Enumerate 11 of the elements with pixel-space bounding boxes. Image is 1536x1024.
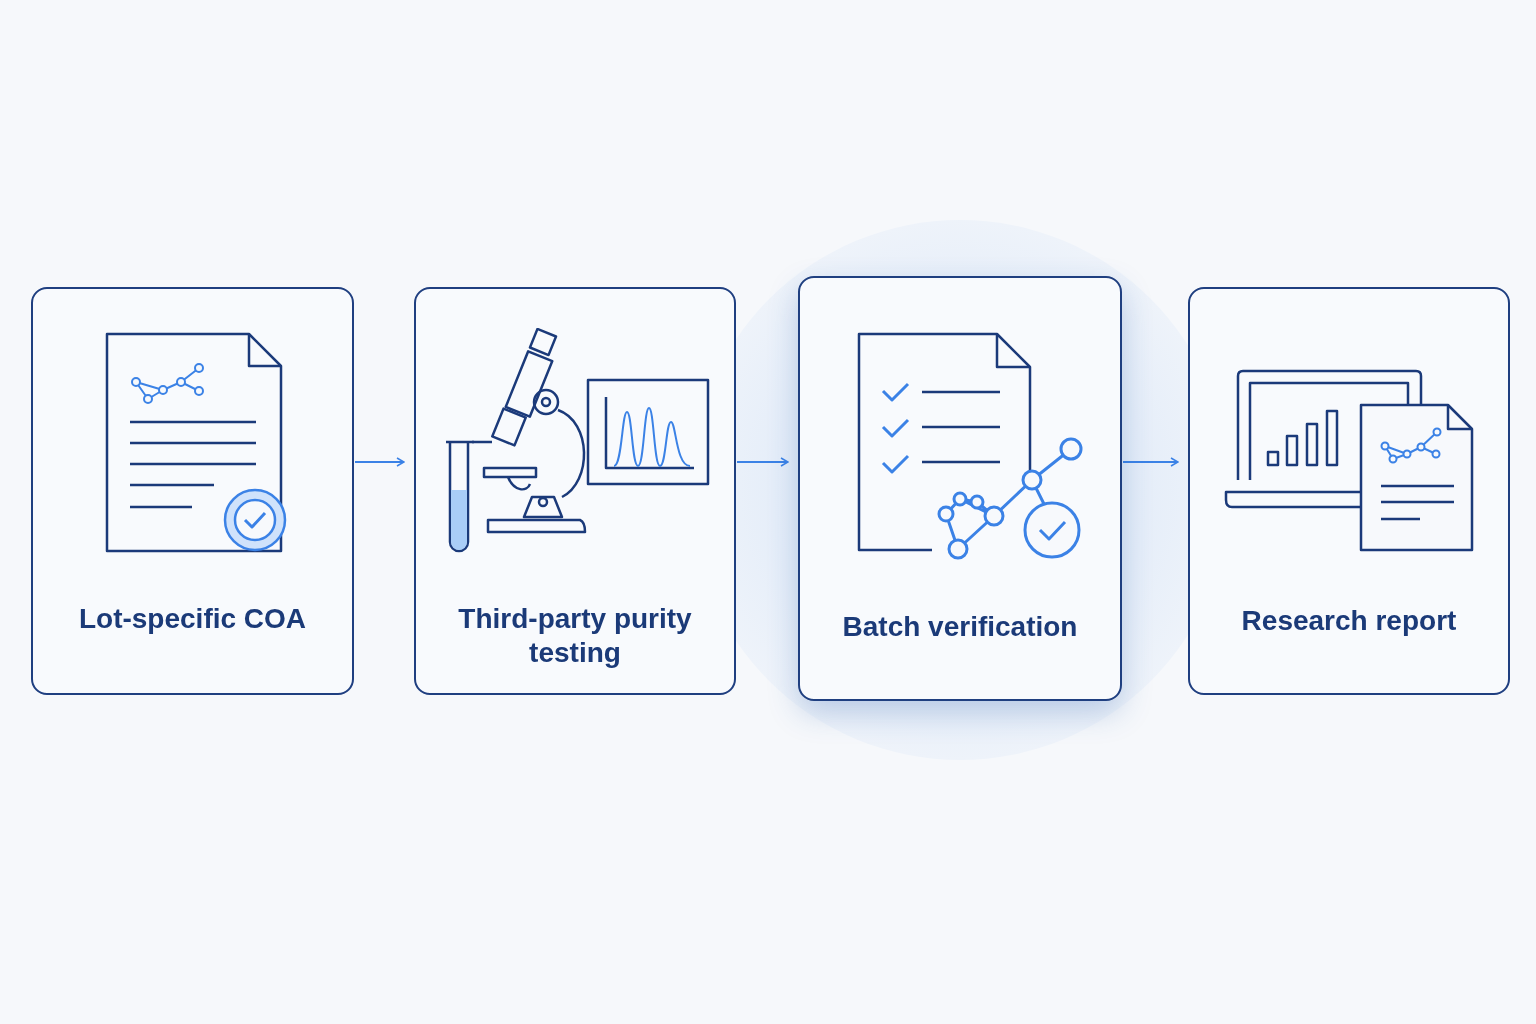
step-label: Research report xyxy=(1241,604,1457,638)
step-card xyxy=(414,287,736,695)
step-card xyxy=(1188,287,1510,695)
arrow xyxy=(736,457,789,467)
step-card xyxy=(798,276,1122,701)
step-card xyxy=(31,287,354,695)
arrow xyxy=(354,457,405,467)
arrow xyxy=(1122,457,1179,467)
step-label: Lot-specific COA xyxy=(78,602,307,636)
step-label: Batch verification xyxy=(842,610,1078,644)
step-label: Third-party purity testing xyxy=(457,602,693,670)
